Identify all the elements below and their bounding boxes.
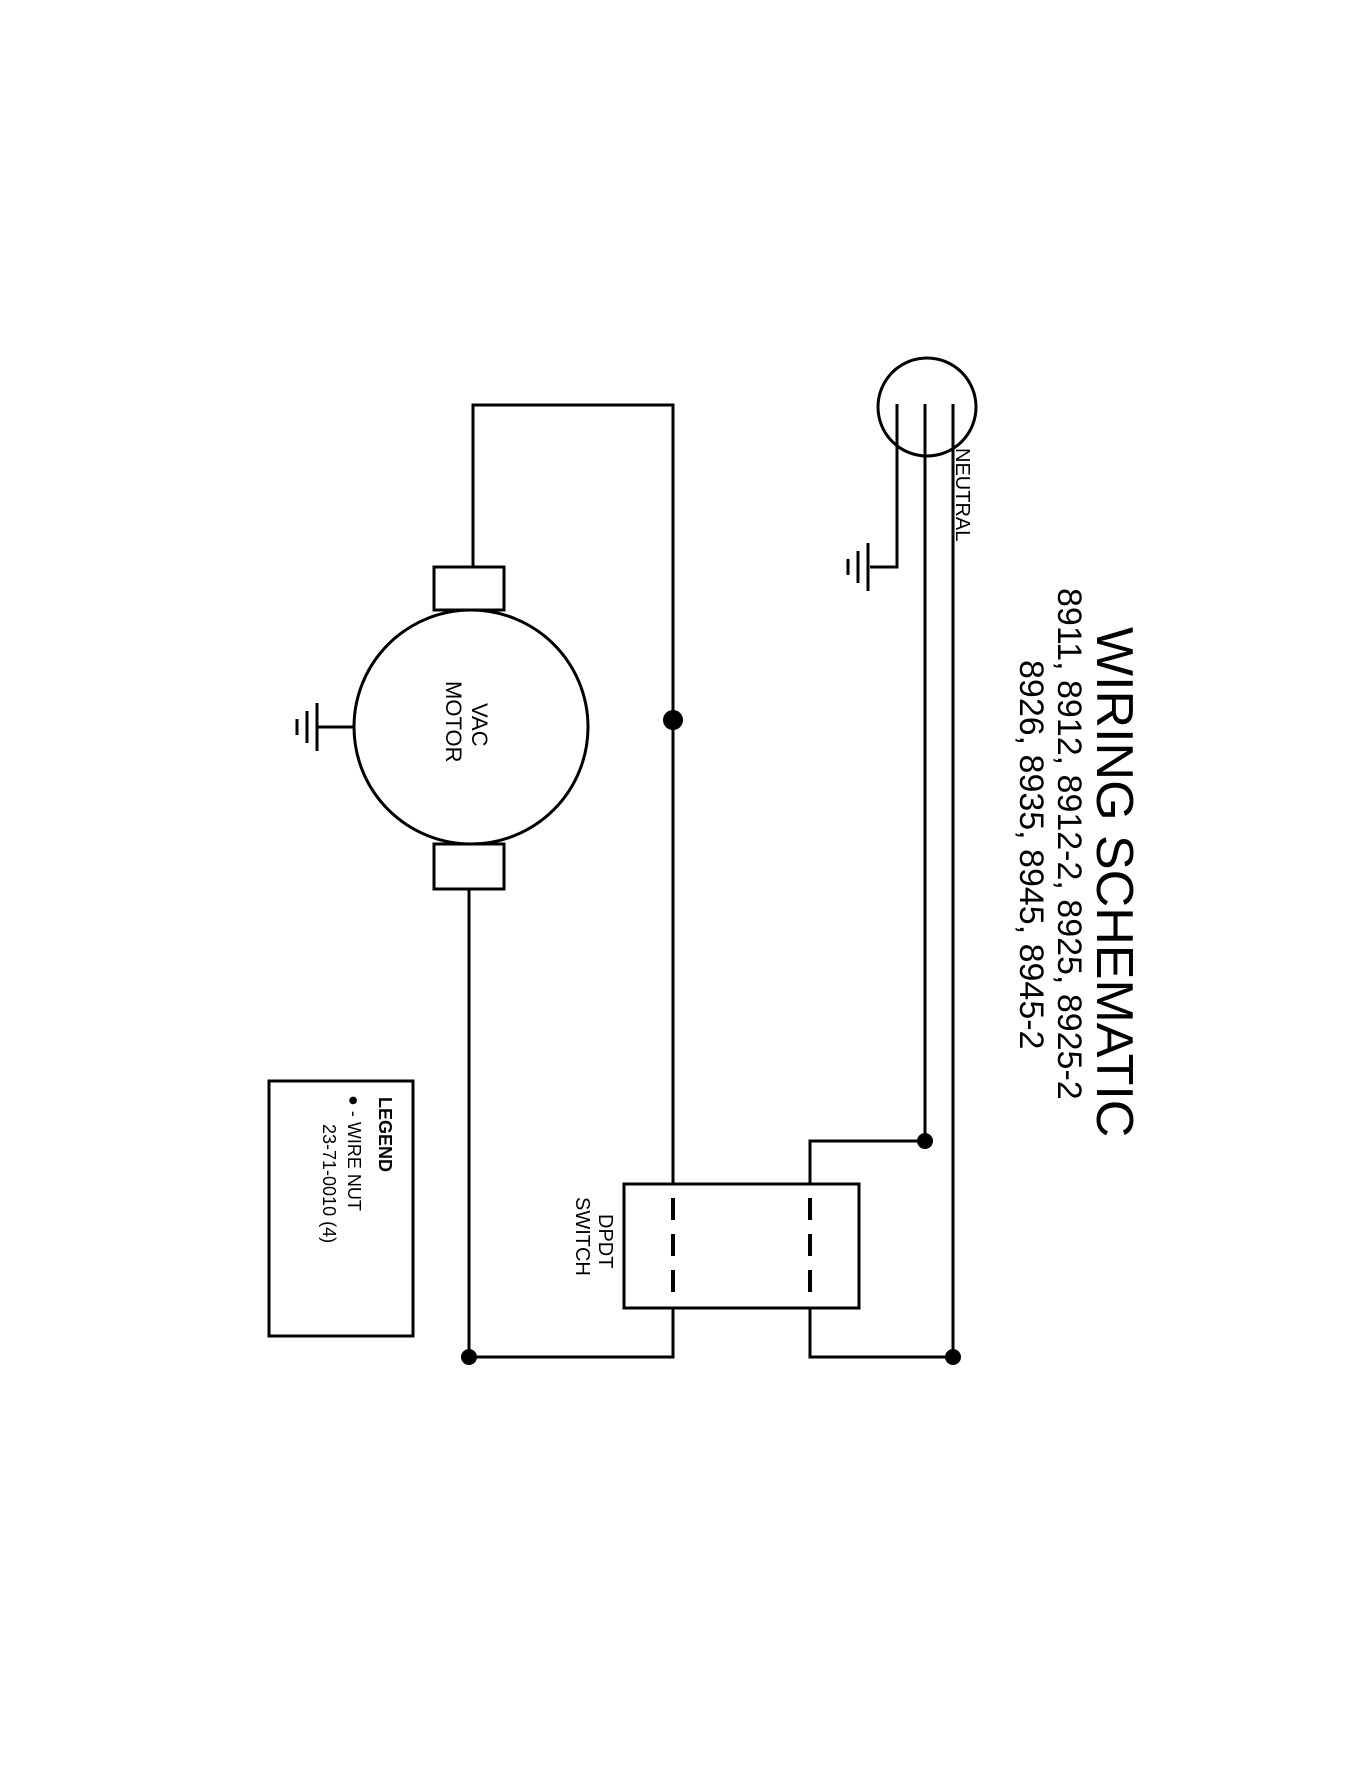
plug-ground-icon	[848, 543, 868, 591]
legend-item-line-2: 23-71-0010 (4)	[319, 1124, 339, 1243]
motor-label-line-2: MOTOR	[441, 681, 466, 762]
motor-label-line-1: VAC	[467, 703, 492, 747]
motor-brush-top	[434, 567, 504, 610]
model-list-line-2: 8926, 8935, 8945, 8945-2	[1012, 660, 1050, 1049]
motor-brush-bottom	[434, 844, 504, 889]
switch-label-line-1: DPDT	[594, 1214, 616, 1268]
legend-item-line-1: ● - WIRE NUT	[344, 1095, 364, 1211]
power-plug	[878, 358, 976, 456]
neutral-label: NEUTRAL	[951, 448, 973, 541]
switch-label-line-2: SWITCH	[571, 1197, 593, 1276]
model-list-line-1: 8911, 8912, 8912-2, 8925, 8925-2	[1050, 588, 1088, 1100]
wire-nut-dot	[917, 1133, 933, 1149]
wire-nut-dot	[461, 1349, 477, 1365]
neutral-wire	[810, 404, 953, 1357]
hot-wire	[810, 404, 925, 1184]
motor-to-switch-bottom-wire	[469, 888, 673, 1357]
motor-ground-icon	[297, 703, 317, 751]
legend-heading: LEGEND	[375, 1097, 395, 1172]
switch-to-motor-top-wire	[473, 405, 673, 1184]
dpdt-switch	[624, 1184, 859, 1308]
wire-nut-dot	[945, 1349, 961, 1365]
schematic-title: WIRING SCHEMATIC	[1085, 627, 1143, 1137]
wire-nut-dot	[663, 710, 683, 730]
